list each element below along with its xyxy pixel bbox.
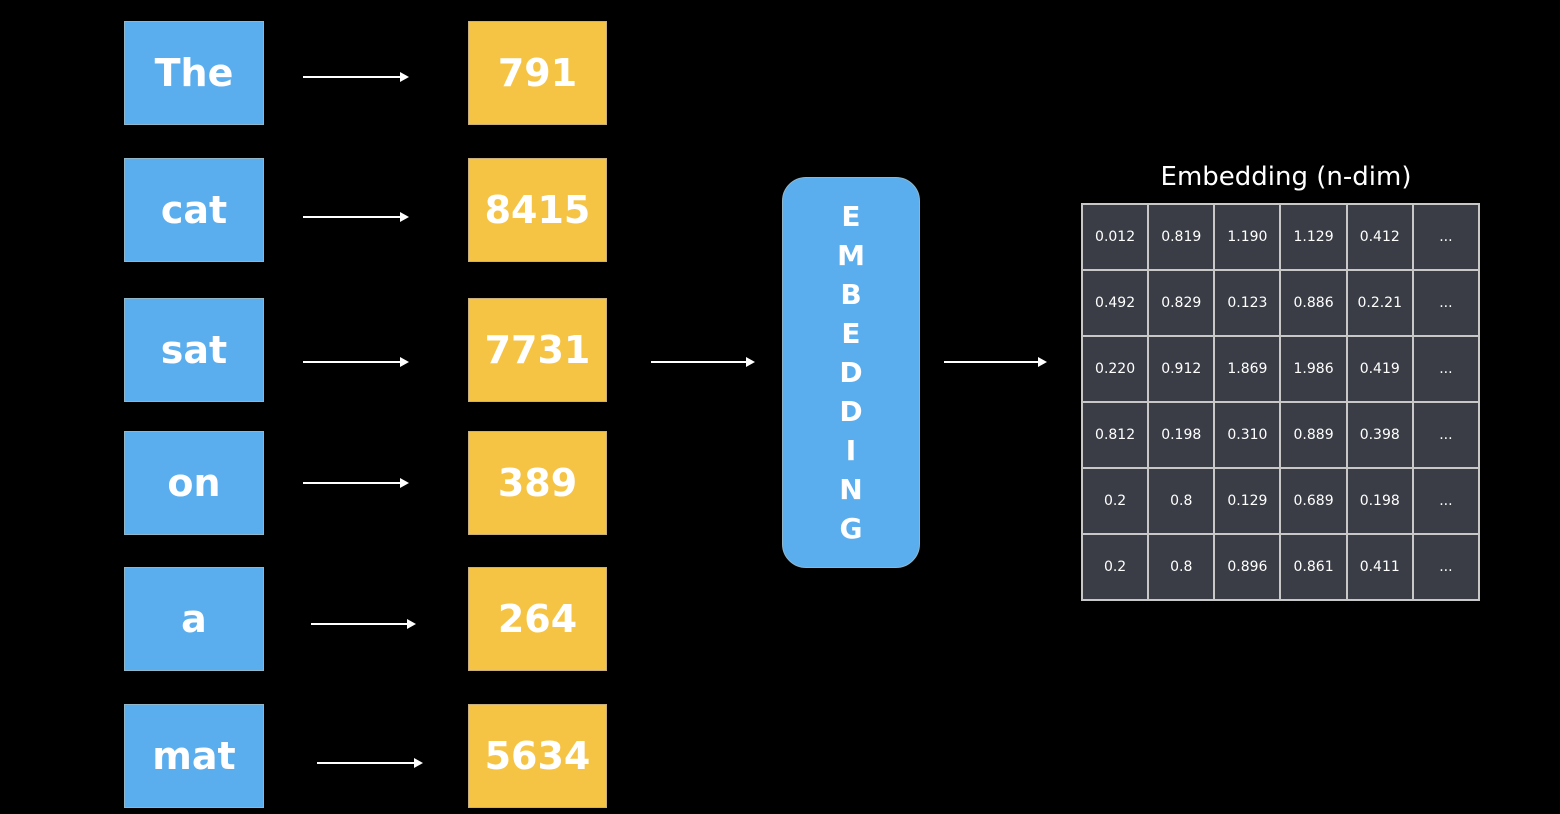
matrix-cell: 0.012 bbox=[1082, 204, 1149, 270]
matrix-cell: 0.812 bbox=[1082, 402, 1149, 468]
matrix-cell: 0.220 bbox=[1082, 336, 1149, 402]
matrix-cell: 1.986 bbox=[1280, 336, 1347, 402]
matrix-cell: 0.829 bbox=[1148, 270, 1215, 336]
matrix-cell: 0.886 bbox=[1280, 270, 1347, 336]
matrix-cell: ... bbox=[1412, 204, 1479, 270]
matrix-cell: 0.198 bbox=[1148, 402, 1215, 468]
matrix-cell: ... bbox=[1412, 402, 1479, 468]
matrix-cell: 0.398 bbox=[1346, 402, 1413, 468]
matrix-cell: 0.411 bbox=[1346, 534, 1413, 600]
matrix-cell: 0.492 bbox=[1082, 270, 1149, 336]
embedding-label-letter: G bbox=[839, 512, 863, 545]
token-id-box: 8415 bbox=[468, 158, 607, 262]
matrix-cell: 0.896 bbox=[1214, 534, 1281, 600]
matrix-cell: 0.2.21 bbox=[1346, 270, 1413, 336]
arrow-icon bbox=[303, 478, 409, 488]
token-box-mat: mat bbox=[124, 704, 264, 808]
embedding-layer-box: E M B E D D I N G bbox=[782, 177, 920, 568]
embedding-label-letter: E bbox=[841, 317, 861, 350]
matrix-cell: ... bbox=[1412, 270, 1479, 336]
arrow-icon bbox=[944, 357, 1047, 367]
token-box-the: The bbox=[124, 21, 264, 125]
token-box-a: a bbox=[124, 567, 264, 671]
matrix-cell: 1.129 bbox=[1280, 204, 1347, 270]
token-id-box: 389 bbox=[468, 431, 607, 535]
embedding-label-letter: B bbox=[840, 278, 862, 311]
token-box-sat: sat bbox=[124, 298, 264, 402]
embedding-label-letter: E bbox=[841, 200, 861, 233]
matrix-cell: 0.412 bbox=[1346, 204, 1413, 270]
matrix-cell: 0.2 bbox=[1082, 468, 1149, 534]
embedding-label-letter: N bbox=[839, 473, 863, 506]
matrix-cell: 0.819 bbox=[1148, 204, 1215, 270]
matrix-cell: 0.8 bbox=[1148, 534, 1215, 600]
embedding-label-letter: D bbox=[839, 356, 863, 389]
token-id-box: 7731 bbox=[468, 298, 607, 402]
matrix-cell: 0.129 bbox=[1214, 468, 1281, 534]
matrix-cell: 1.190 bbox=[1214, 204, 1281, 270]
matrix-cell: 0.8 bbox=[1148, 468, 1215, 534]
arrow-icon bbox=[303, 357, 409, 367]
token-id-box: 264 bbox=[468, 567, 607, 671]
embedding-label-letter: I bbox=[845, 434, 857, 467]
arrow-icon bbox=[311, 619, 416, 629]
arrow-icon bbox=[651, 357, 755, 367]
matrix-cell: ... bbox=[1412, 336, 1479, 402]
matrix-cell: 0.198 bbox=[1346, 468, 1413, 534]
embedding-label-letter: M bbox=[837, 239, 865, 272]
matrix-cell: ... bbox=[1412, 534, 1479, 600]
matrix-cell: ... bbox=[1412, 468, 1479, 534]
arrow-icon bbox=[317, 758, 423, 768]
embedding-label-letter: D bbox=[839, 395, 863, 428]
token-box-on: on bbox=[124, 431, 264, 535]
matrix-cell: 0.689 bbox=[1280, 468, 1347, 534]
token-box-cat: cat bbox=[124, 158, 264, 262]
matrix-cell: 0.123 bbox=[1214, 270, 1281, 336]
matrix-title: Embedding (n-dim) bbox=[1160, 162, 1412, 192]
matrix-cell: 1.869 bbox=[1214, 336, 1281, 402]
matrix-cell: 0.419 bbox=[1346, 336, 1413, 402]
matrix-cell: 0.861 bbox=[1280, 534, 1347, 600]
arrow-icon bbox=[303, 212, 409, 222]
matrix-cell: 0.889 bbox=[1280, 402, 1347, 468]
token-id-box: 791 bbox=[468, 21, 607, 125]
matrix-cell: 0.2 bbox=[1082, 534, 1149, 600]
matrix-cell: 0.310 bbox=[1214, 402, 1281, 468]
token-id-box: 5634 bbox=[468, 704, 607, 808]
matrix-cell: 0.912 bbox=[1148, 336, 1215, 402]
arrow-icon bbox=[303, 72, 409, 82]
